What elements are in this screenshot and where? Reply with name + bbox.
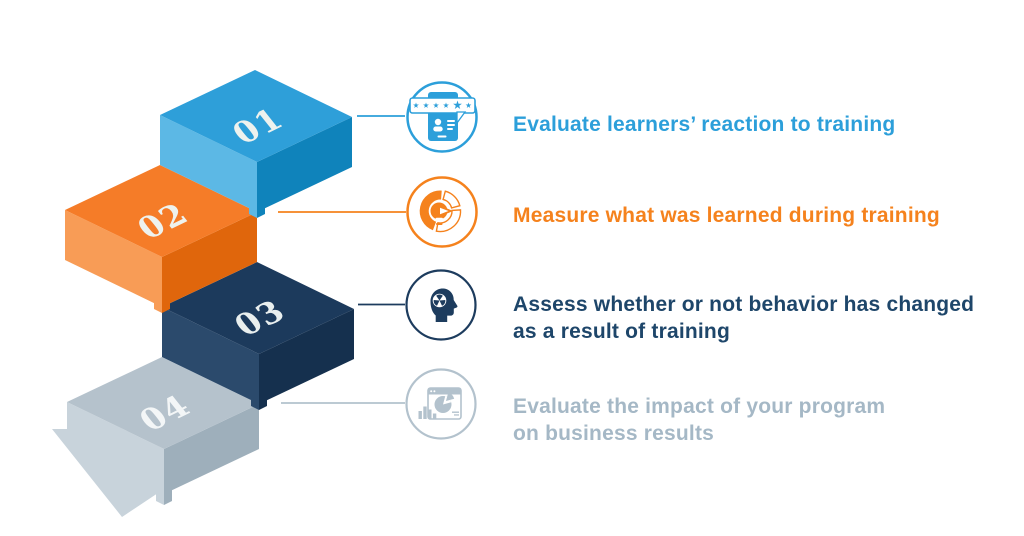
step-02-label-line-1: Measure what was learned during training bbox=[513, 204, 940, 227]
step-04-right-face bbox=[164, 404, 259, 494]
donut-gauge-icon bbox=[406, 176, 478, 248]
step-01-label: Evaluate learners’ reaction to training bbox=[513, 111, 895, 138]
step-01-label-line-1: Evaluate learners’ reaction to training bbox=[513, 113, 896, 136]
step-04-riser-right bbox=[164, 450, 172, 505]
step-04-icon-badge bbox=[403, 366, 479, 442]
step-02-right-face bbox=[162, 212, 257, 307]
step-02-riser-right bbox=[162, 258, 170, 313]
step-01-right-face bbox=[257, 117, 352, 212]
step-03-riser-left bbox=[251, 355, 259, 410]
step-02-top-face bbox=[65, 165, 257, 257]
step-02-left-face bbox=[65, 210, 162, 307]
step-04-top-face bbox=[67, 357, 259, 449]
step-03-label-line-1: Assess whether or not behavior has chang… bbox=[513, 293, 975, 316]
step-03-label: Assess whether or not behavior has chang… bbox=[513, 291, 974, 345]
step-04-label-line-2: on business results bbox=[513, 422, 715, 445]
head-knowledge-icon bbox=[405, 269, 477, 341]
step-01-top-face bbox=[160, 70, 352, 162]
step-03-label-line-2: as a result of training bbox=[513, 320, 730, 343]
step-01-riser-left bbox=[249, 163, 257, 218]
step-03-riser-right bbox=[259, 355, 267, 410]
step-block-04: 04 bbox=[52, 357, 259, 517]
report-chart-icon bbox=[405, 368, 477, 440]
step-02-label: Measure what was learned during training bbox=[513, 202, 940, 229]
step-04-label-line-1: Evaluate the impact of your program bbox=[513, 395, 886, 418]
step-03-right-face bbox=[259, 309, 354, 404]
step-04-label: Evaluate the impact of your program on b… bbox=[513, 393, 885, 447]
step-block-02: 02 bbox=[65, 165, 257, 313]
step-02-icon-badge bbox=[404, 174, 480, 250]
step-block-01: 01 bbox=[160, 70, 352, 218]
step-04-arrow bbox=[52, 402, 164, 517]
knowledge-wheel bbox=[433, 294, 446, 306]
step-01-icon-badge bbox=[404, 79, 480, 155]
step-03-icon-badge bbox=[403, 267, 479, 343]
step-04-riser-left bbox=[156, 450, 164, 505]
tablet-rating-icon bbox=[406, 81, 478, 153]
step-block-03: 03 bbox=[162, 262, 354, 410]
step-01-riser-right bbox=[257, 163, 265, 218]
step-03-top-face bbox=[162, 262, 354, 354]
bar-chart bbox=[418, 406, 437, 419]
step-03-left-face bbox=[162, 307, 259, 404]
step-02-riser-left bbox=[154, 258, 162, 313]
step-01-left-face bbox=[160, 115, 257, 212]
